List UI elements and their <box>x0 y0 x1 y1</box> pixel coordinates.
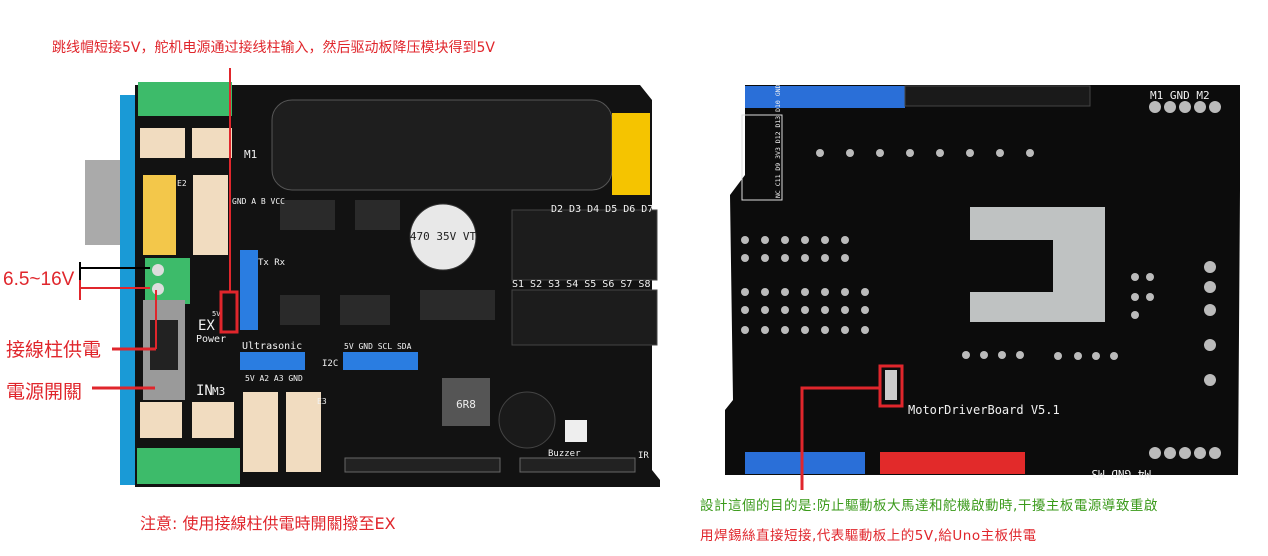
top-black-header <box>904 85 1091 107</box>
ultrasonic-header <box>240 352 305 370</box>
annotation-switch-note: 注意: 使用接線柱供電時開關撥至EX <box>140 514 396 533</box>
label-inductor: 6R8 <box>456 398 476 411</box>
top-blue-header <box>745 86 905 108</box>
power-terminal <box>145 258 190 304</box>
label-spi-pins: NC C11 D9 3V3 D12 D13 D10 GND <box>774 84 782 198</box>
annotation-voltage-range: 6.5~16V <box>3 269 75 290</box>
label-servo-pins: S1 S2 S3 S4 S5 S6 S7 S8 <box>512 279 650 290</box>
yellow-header <box>612 113 650 195</box>
terminal-block-top <box>138 82 232 116</box>
encoder-connector <box>143 175 176 255</box>
annotation-solder-bridge: 用焊錫絲直接短接,代表驅動板上的5V,給Uno主板供電 <box>700 528 1037 544</box>
motor-connector-m1 <box>140 128 185 158</box>
label-ultrasonic: Ultrasonic <box>242 341 302 352</box>
label-ir: IR <box>638 451 649 461</box>
right-annotation-lines <box>800 364 904 490</box>
right-driver-board: M1 GND M2 M4 GND M3 MotorDriverBoard V5.… <box>725 84 1240 480</box>
buzzer <box>498 391 556 449</box>
annotation-terminal-power: 接線柱供電 <box>6 339 102 361</box>
label-e2: E2 <box>177 179 187 188</box>
inductor <box>442 378 490 426</box>
label-power: Power <box>196 334 226 345</box>
right-pcb <box>725 85 1240 475</box>
left-annotation-lines <box>79 68 239 390</box>
label-encoder-pins: GND A B VCC <box>232 197 285 206</box>
i2c-header <box>343 352 418 370</box>
label-digital-pins: D2 D3 D4 D5 D6 D7 <box>551 204 653 215</box>
thermal-pad <box>970 207 1105 322</box>
uart-header <box>240 250 258 330</box>
label-in: IN <box>196 383 213 399</box>
terminal-block-bottom <box>137 448 240 484</box>
spi-block <box>741 114 783 201</box>
annotation-jumper-note: 跳线帽短接5V，舵机电源通过接线柱输入，然后驱动板降压模块得到5V <box>52 40 495 56</box>
solder-bridge-highlight-box <box>878 364 904 408</box>
annotation-design-purpose: 設計這個的目的是:防止驅動板大馬達和舵機啟動時,干擾主板電源導致重啟 <box>700 498 1158 514</box>
label-ex: EX <box>198 318 215 334</box>
label-e3: E3 <box>317 397 327 406</box>
label-capacitor: 470 35V VT <box>410 230 477 243</box>
left-driver-board: M1 E2 GND A B VCC EX 5V Power IN M3 E3 T… <box>85 82 660 487</box>
solder-jumper-pad <box>885 370 897 400</box>
label-i2c-pins: 5V GND SCL SDA <box>344 342 412 351</box>
label-uart: Tx Rx <box>258 258 286 268</box>
label-m1: M1 <box>244 148 257 161</box>
label-5v: 5V <box>212 310 221 318</box>
label-m4-gnd-m3: M4 GND M3 <box>1091 467 1151 480</box>
annotation-power-switch: 電源開關 <box>6 381 83 403</box>
ps2-connector <box>271 99 613 191</box>
capacitor <box>409 203 477 271</box>
label-board-model: MotorDriverBoard V5.1 <box>908 403 1060 417</box>
servo-header-block <box>511 289 658 346</box>
digital-header-block <box>511 209 658 281</box>
label-m3: M3 <box>212 385 225 398</box>
bottom-blue-header <box>745 452 865 474</box>
label-i2c: I2C <box>322 359 338 369</box>
label-m1-gnd-m2: M1 GND M2 <box>1150 89 1210 102</box>
jumper-highlight-box <box>219 290 239 334</box>
label-ultrasonic-pins: 5V A2 A3 GND <box>245 374 303 383</box>
label-buzzer: Buzzer <box>548 449 581 459</box>
bottom-red-header <box>880 452 1025 474</box>
